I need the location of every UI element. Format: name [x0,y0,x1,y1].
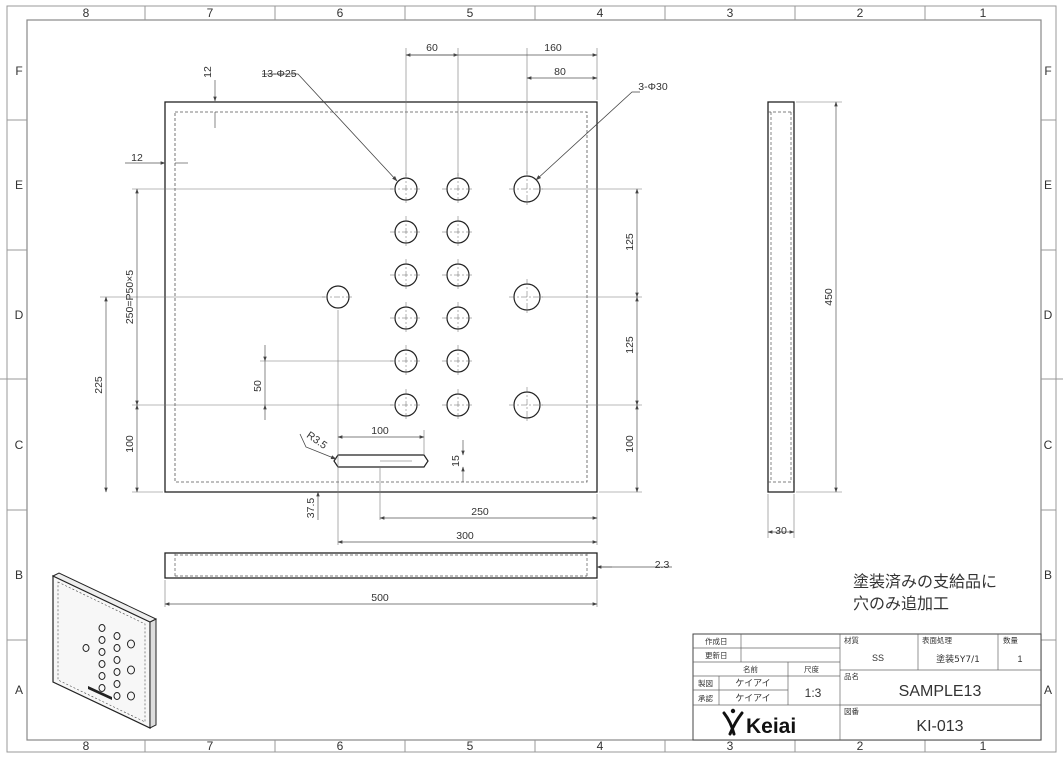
part-name-value: SAMPLE13 [899,683,982,700]
dim-160: 160 [544,42,562,54]
row-label-right: D [1044,308,1053,322]
note-line-2: 穴のみ追加工 [853,594,949,613]
col-label-bottom: 7 [207,739,214,753]
label-finish: 表面処理 [922,635,952,645]
row-label-left: C [15,438,24,452]
col-label-top: 4 [597,6,604,20]
col-label-top: 7 [207,6,214,20]
dim-30: 30 [775,525,787,537]
col-label-bottom: 2 [857,739,864,753]
sheet-frame [0,5,1063,753]
dim-225: 225 [93,376,105,394]
row-label-right: F [1044,64,1051,78]
col-label-bottom: 3 [727,739,734,753]
quantity-value: 1 [1017,654,1022,664]
dim-250: 250 [471,506,489,518]
dim-pitch: 250=P50×5 [124,270,136,324]
isometric-view [51,572,158,729]
dim-r35: R3.5 [304,429,329,452]
col-label-top: 3 [727,6,734,20]
dim-60: 60 [426,42,438,54]
extension-lines [100,48,642,607]
dim-12-horizontal: 12 [131,152,143,164]
row-label-left: D [15,308,24,322]
dimension-lines [104,53,639,606]
row-label-left: B [15,568,23,582]
col-label-bottom: 5 [467,739,474,753]
row-label-right: C [1044,438,1053,452]
dimension-texts: 60 160 80 12 12 13-Φ25 3-Φ30 250=P50×5 2… [93,42,668,604]
label-part-name: 品名 [844,671,859,681]
grid-column-labels: 8 7 6 5 4 3 2 1 8 7 6 5 4 3 2 1 [83,6,987,753]
dim-15: 15 [450,455,462,467]
row-label-right: B [1044,568,1052,582]
bottom-view: 2.3 [164,552,672,579]
dim-80: 80 [554,66,566,78]
hole-callout-d30: 3-Φ30 [638,81,668,93]
finish-value: 塗装5Y7/1 [936,653,980,665]
col-label-bottom: 6 [337,739,344,753]
dim-450: 450 [823,288,835,306]
col-label-top: 2 [857,6,864,20]
dim-100-right: 100 [624,435,636,453]
drawing-no-value: KI-013 [916,718,963,735]
keiai-logo: Keiai [722,708,796,738]
dim-125-upper: 125 [624,233,636,251]
col-label-bottom: 8 [83,739,90,753]
col-label-top: 8 [83,6,90,20]
note-line-1: 塗装済みの支給品に [853,572,997,591]
row-label-right: A [1044,683,1052,697]
label-drawing-no: 図番 [844,706,859,716]
label-material: 材質 [844,635,859,645]
title-block: 作成日 更新日 名前 尺度 製図 承認 材質 表面処理 数量 品名 図番 ケイア… [692,633,1042,741]
dim-500: 500 [371,592,389,604]
leaders [262,73,640,460]
dim-12-vertical: 12 [202,66,214,78]
row-label-left: A [15,683,23,697]
col-label-bottom: 4 [597,739,604,753]
hole-callout-d25: 13-Φ25 [261,68,296,80]
label-created: 作成日 [705,636,728,646]
row-label-right: E [1044,178,1052,192]
dim-50: 50 [252,380,264,392]
label-approved: 承認 [698,693,713,703]
drawn-by: ケイアイ [735,678,770,689]
grid-row-labels: F E D C B A F E D C B A [15,64,1053,697]
col-label-top: 1 [980,6,987,20]
col-label-top: 6 [337,6,344,20]
note: 塗装済みの支給品に 穴のみ追加工 [853,572,997,613]
label-name: 名前 [743,664,758,674]
logo-text: Keiai [746,715,796,738]
label-updated: 更新日 [705,650,728,660]
material-value: SS [872,653,884,663]
hole-centerlines [322,171,545,423]
row-label-left: F [15,64,22,78]
row-label-left: E [15,178,23,192]
approved-by: ケイアイ [735,693,770,704]
side-view: 450 30 [767,101,842,538]
col-label-top: 5 [467,6,474,20]
label-quantity: 数量 [1003,635,1018,645]
dim-300: 300 [456,530,474,542]
scale-value: 1:3 [805,686,822,700]
label-drawn: 製図 [698,678,713,688]
dim-100-slot: 100 [371,425,389,437]
grid-markers [7,6,1056,752]
dim-2-3: 2.3 [655,559,670,571]
label-scale: 尺度 [804,664,819,674]
dim-37-5: 37.5 [305,498,317,519]
dim-125-lower: 125 [624,336,636,354]
col-label-bottom: 1 [980,739,987,753]
dim-100-left: 100 [124,435,136,453]
logo-mark-icon [722,708,744,736]
holes [326,175,541,419]
